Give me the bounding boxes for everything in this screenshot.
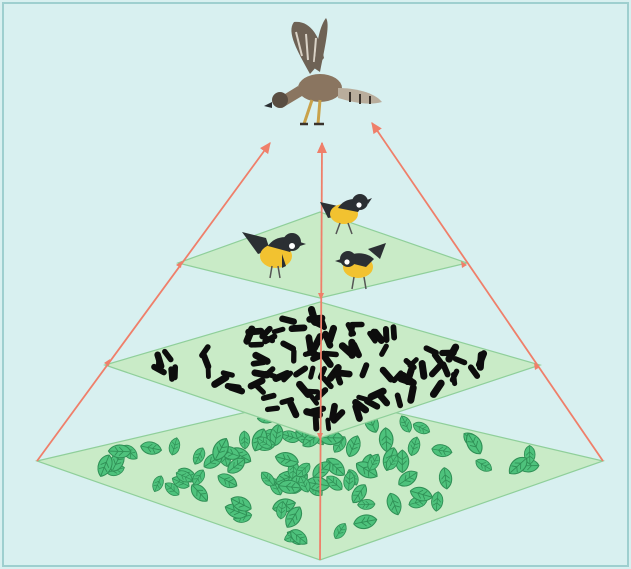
caterpillar-icon: [248, 342, 264, 348]
caterpillar-icon: [245, 328, 265, 336]
caterpillar-icon: [206, 365, 211, 379]
caterpillar-icon: [390, 324, 397, 341]
caterpillar-icon: [439, 350, 457, 357]
caterpillar-icon: [288, 324, 307, 332]
caterpillar-icon: [349, 322, 365, 328]
caterpillar-icon: [313, 415, 320, 432]
